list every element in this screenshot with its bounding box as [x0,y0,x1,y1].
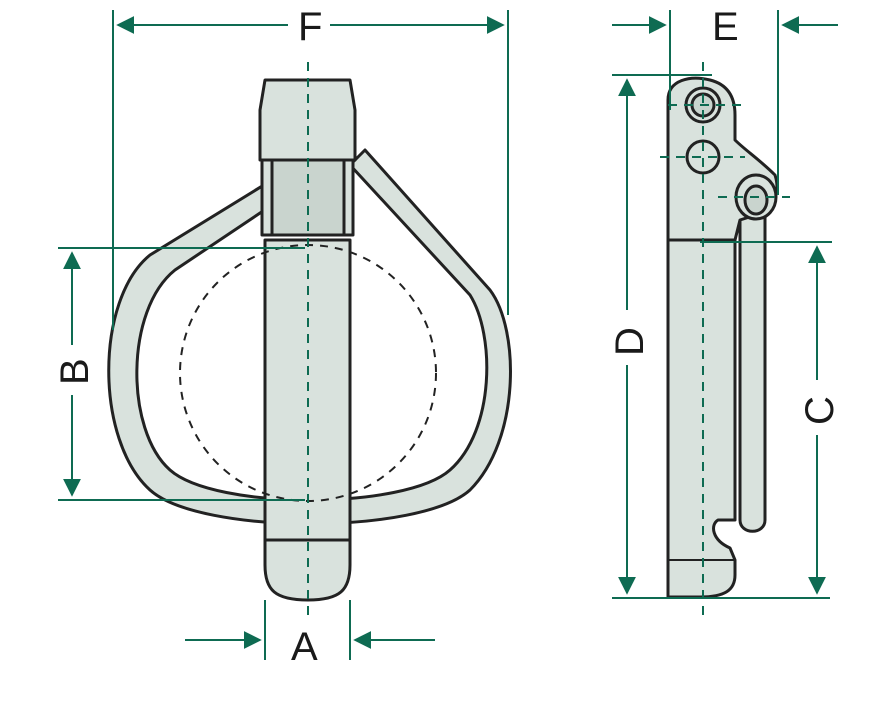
pin-side-body [666,238,737,599]
dimension-e: E [612,5,838,195]
dimension-c: C [700,241,842,595]
ring-bow [107,148,512,526]
lower-hole [685,139,721,175]
side-view [660,62,790,620]
pin-head [258,78,357,162]
ring-side-rod [738,193,767,533]
dimension-d: D [608,74,830,599]
dimension-b: B [53,247,305,501]
label-e: E [712,5,739,49]
label-a: A [291,625,318,669]
label-c: C [798,396,842,425]
label-b: B [53,358,97,385]
dimension-f: F [112,5,509,330]
dimension-a: A [185,600,435,669]
label-f: F [298,5,322,49]
pin-tip [263,538,352,602]
label-d: D [608,327,652,356]
front-view [107,62,512,615]
